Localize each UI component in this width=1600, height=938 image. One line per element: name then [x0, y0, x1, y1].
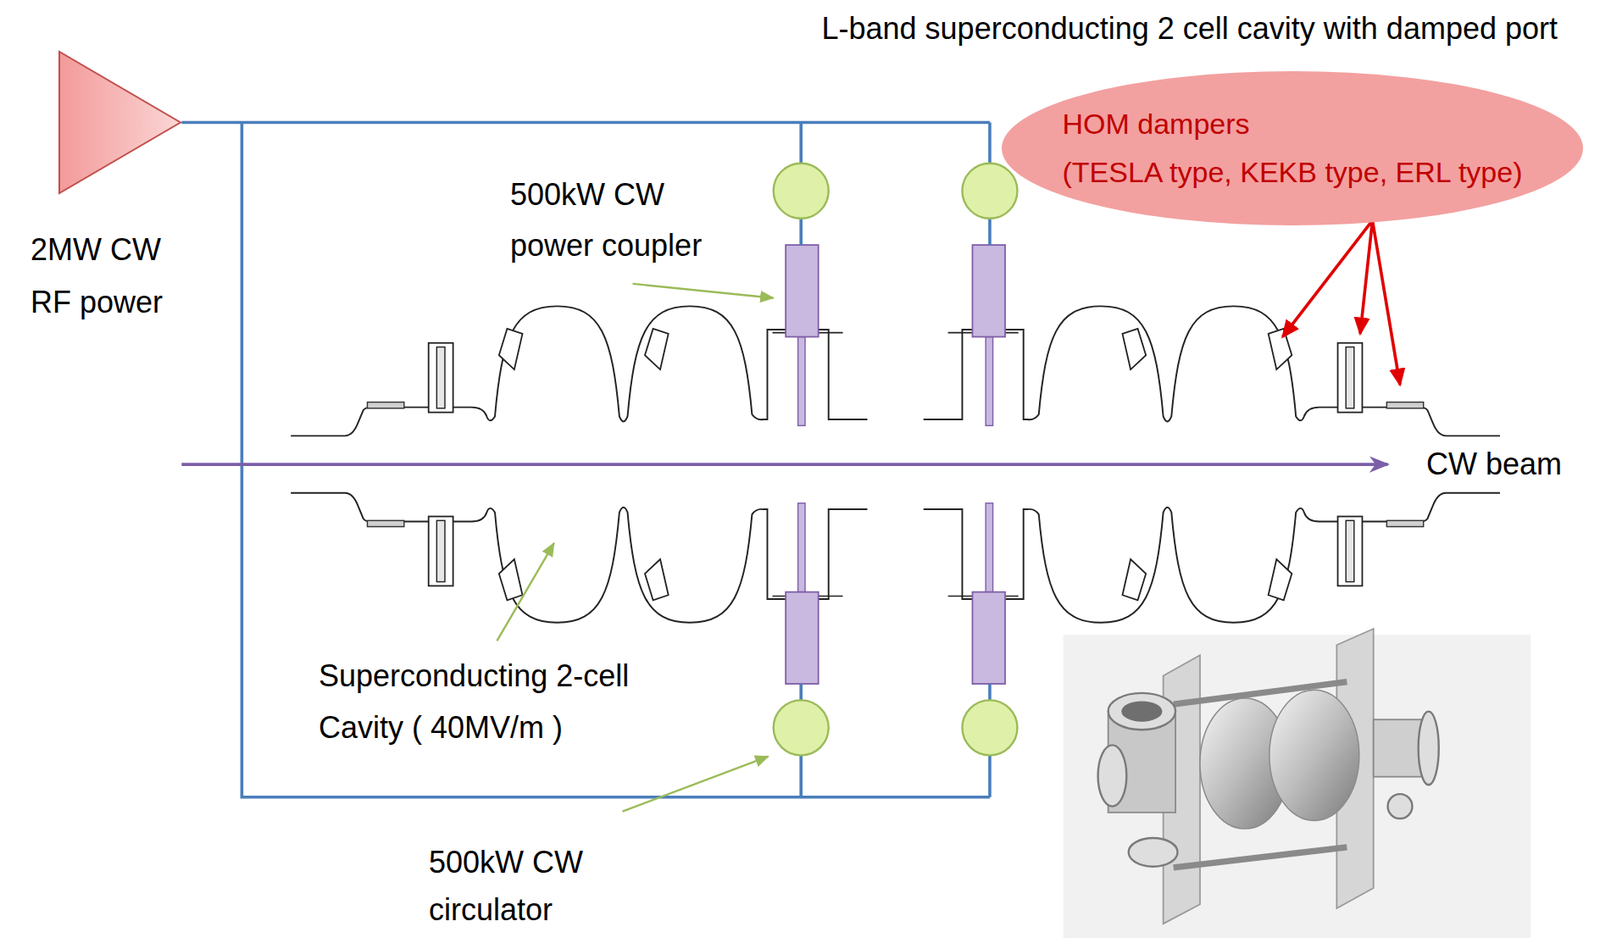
- leader-line: [633, 283, 774, 299]
- callout-label: 500kW CW power coupler: [510, 169, 731, 272]
- cavity-half: [290, 493, 867, 684]
- port-flange: [1098, 744, 1128, 806]
- ellipse-outline: [1000, 69, 1585, 228]
- cavity-cell: [1269, 689, 1360, 821]
- port-flange: [1418, 711, 1439, 786]
- cavity-half: [923, 244, 1500, 436]
- ellipse-shape: [1001, 71, 1584, 226]
- pointer-arrow: [1360, 220, 1373, 334]
- callout-ellipse: HOM dampers(TESLA type, KEKB type, ERL t…: [1000, 69, 1585, 228]
- callout-body: (TESLA type, KEKB type, ERL type): [1062, 148, 1523, 197]
- hom-port: [1388, 794, 1413, 819]
- pointer-arrow: [1372, 220, 1400, 385]
- port-flange: [1108, 693, 1176, 730]
- beam-label: CW beam: [1426, 443, 1562, 486]
- photo-ground: [1063, 634, 1531, 938]
- callout-label: Superconducting 2-cell Cavity ( 40MV/m ): [318, 650, 692, 754]
- tie-rod: [1173, 847, 1348, 868]
- triangle-shape: [59, 51, 181, 194]
- diagram-title: L-band superconducting 2 cell cavity wit…: [822, 6, 1559, 51]
- callout-heading: HOM dampers: [1062, 100, 1523, 149]
- rf-wire: [181, 122, 990, 798]
- leader-line: [622, 756, 768, 812]
- amplifier-triangle: 2MW CW RF power: [58, 50, 182, 195]
- circulator-symbol: [961, 163, 1017, 219]
- port-opening: [1121, 701, 1162, 723]
- leader-line: [496, 543, 554, 642]
- circulator-symbol: [961, 700, 1017, 756]
- cavity-photo: [1063, 628, 1531, 938]
- cavity-half: [290, 244, 867, 436]
- callout-label: 500kW CW circulator: [428, 838, 633, 934]
- port-flange: [1128, 838, 1178, 867]
- callout-text-block: HOM dampers(TESLA type, KEKB type, ERL t…: [1062, 100, 1523, 197]
- beam-arrow: [181, 462, 1388, 467]
- triangle-outline: [58, 50, 182, 195]
- circulator-symbol: [773, 700, 829, 756]
- amplifier-label: 2MW CW RF power: [30, 223, 188, 329]
- pointer-arrow: [1283, 220, 1373, 337]
- callout-text-wrap: HOM dampers(TESLA type, KEKB type, ERL t…: [1000, 69, 1585, 228]
- circulator-symbol: [773, 163, 829, 219]
